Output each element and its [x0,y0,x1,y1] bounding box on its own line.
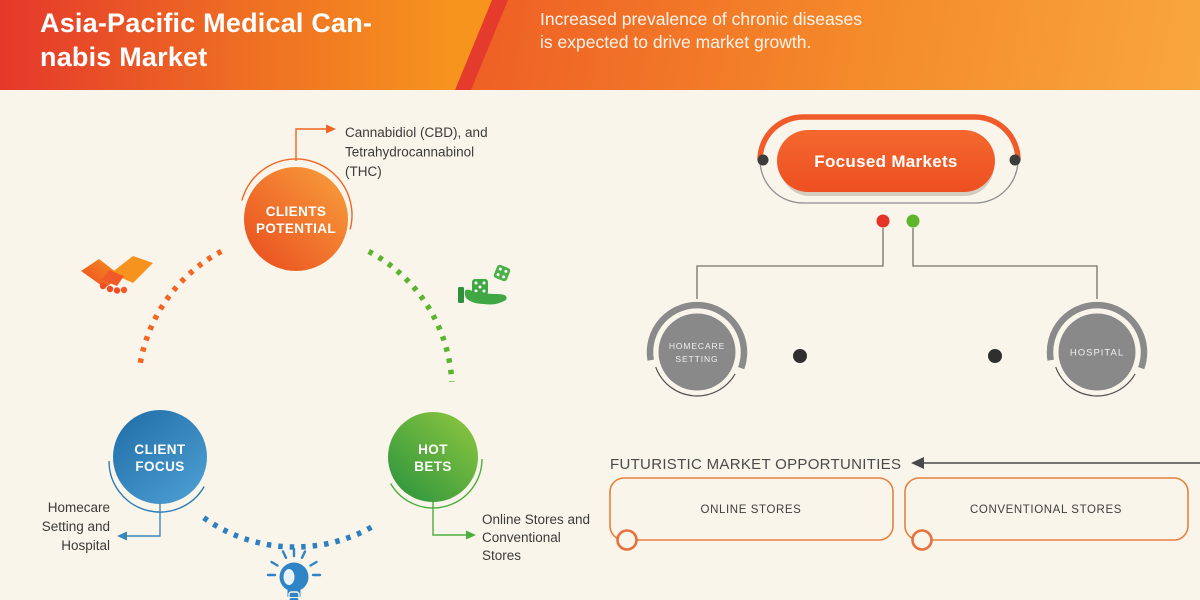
homecare-circle [658,313,736,391]
hospital-thin-arc [1055,366,1136,397]
infographic-canvas: CLIENTS POTENTIAL Cannabidiol (CBD), and… [42,114,1200,600]
hot-bets-arrowhead-icon [466,530,476,540]
page-title-line1: Asia-Pacific Medical Can- [40,8,373,38]
ring-arc-green [367,248,455,382]
clients-potential-note-line2: Tetrahydrocannabinol [345,145,474,160]
branch-line-left [696,228,884,299]
clients-potential-note-line3: (THC) [345,164,382,179]
hot-bets-label-line1: HOT [418,442,448,457]
hot-bets-halo-arc [389,458,483,509]
node-hospital: HOSPITAL [1046,301,1148,397]
ring-arc-blue [202,515,378,550]
header-subtitle: Increased prevalence of chronic diseases… [540,8,862,54]
homecare-thick-arc [646,301,748,370]
page-title: Asia-Pacific Medical Can- nabis Market [40,6,372,74]
conventional-stores-bullet-icon [911,529,933,551]
hospital-thick-arc [1046,301,1148,370]
handshake-icon [81,256,153,294]
opportunities-group: FUTURISTIC MARKET OPPORTUNITIES ONLINE S… [609,456,1200,551]
node-hot-bets: HOT BETS Online Stores and Conventional … [388,412,590,563]
header-subtitle-line2: is expected to drive market growth. [540,32,812,52]
cycle-dotted-ring [136,248,455,550]
opportunity-conventional-stores: CONVENTIONAL STORES [904,477,1189,551]
dice-in-hand-icon [458,264,511,305]
opportunities-heading: FUTURISTIC MARKET OPPORTUNITIES [610,456,901,473]
client-focus-halo-arc [108,460,205,513]
stadium-bottom-outline [759,159,1019,204]
focused-markets-group: Focused Markets HOMECARE SETTING HOSPITA… [646,114,1148,397]
hospital-label: HOSPITAL [1070,348,1124,359]
mid-dot-left [793,349,807,363]
clients-potential-note-line1: Cannabidiol (CBD), and [345,125,488,140]
client-focus-label-line1: CLIENT [134,442,185,457]
stadium-top-arc [757,114,1021,161]
client-focus-note-line2: Setting and [42,519,110,534]
lightbulb-icon [266,547,322,600]
header-subtitle-line1: Increased prevalence of chronic diseases [540,9,862,29]
hot-bets-note-line3: Stores [482,548,521,563]
online-stores-label: ONLINE STORES [701,504,802,516]
header-banner: Asia-Pacific Medical Can- nabis Market I… [0,0,1200,90]
client-focus-connector [126,504,161,537]
hot-bets-label-line2: BETS [414,459,452,474]
homecare-label-line1: HOMECARE [669,341,725,351]
clients-potential-label-line1: CLIENTS [266,204,327,219]
homecare-label-line2: SETTING [675,354,718,364]
ring-arc-orange [136,248,223,369]
node-client-focus: CLIENT FOCUS Homecare Setting and Hospit… [42,410,207,553]
homecare-thin-arc [655,366,736,397]
client-focus-arrowhead-icon [117,531,127,541]
branch-dot-green [906,214,920,228]
hospital-circle [1058,313,1136,391]
conventional-stores-box [904,477,1189,541]
page-title-line2: nabis Market [40,42,208,72]
hot-bets-note-line2: Conventional [482,530,561,545]
focused-markets-pill [777,130,995,192]
branch-dot-red [876,214,890,228]
client-focus-note-line3: Hospital [61,538,110,553]
node-homecare-setting: HOMECARE SETTING [646,301,748,397]
header-right-panel [471,0,1200,90]
hot-bets-note-line1: Online Stores and [482,512,590,527]
clients-potential-halo-arc [241,158,353,230]
client-focus-circle [113,410,207,504]
client-focus-note-line1: Homecare [48,500,110,515]
hot-bets-connector [432,502,467,536]
conventional-stores-label: CONVENTIONAL STORES [970,504,1122,516]
online-stores-bullet-icon [616,529,638,551]
focused-markets-title: Focused Markets [814,152,957,171]
hot-bets-circle [388,412,478,502]
clients-potential-label-line2: POTENTIAL [256,221,336,236]
client-focus-label-line2: FOCUS [135,459,184,474]
stadium-left-dot [757,154,769,166]
mid-dot-right [988,349,1002,363]
node-clients-potential: CLIENTS POTENTIAL Cannabidiol (CBD), and… [241,124,488,271]
opportunity-online-stores: ONLINE STORES [609,477,894,551]
clients-potential-connector [295,128,327,161]
clients-potential-circle [244,167,348,271]
opportunities-arrowhead-icon [911,457,924,469]
online-stores-box [609,477,894,541]
stadium-right-dot [1009,154,1021,166]
clients-potential-arrowhead-icon [326,124,336,134]
branch-line-right [912,228,1098,299]
